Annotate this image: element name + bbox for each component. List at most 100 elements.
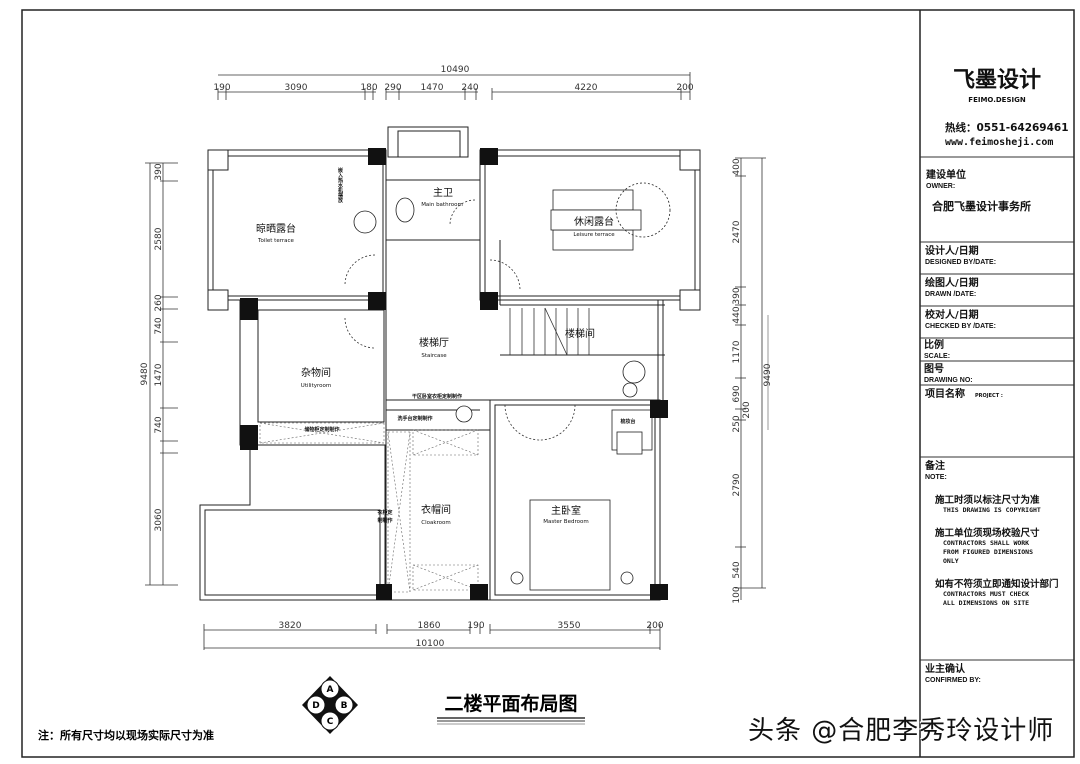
dim-right: 1170 xyxy=(732,340,742,363)
compass-label: C xyxy=(327,717,334,727)
built-in-cabinets xyxy=(259,422,479,593)
room-label-cloakroom: 衣帽间 xyxy=(421,503,451,516)
dim-top: 180 xyxy=(360,83,377,93)
dim-right: 100 xyxy=(732,586,742,603)
field-label: 业主确认 xyxy=(925,664,965,675)
washbasin xyxy=(353,210,377,234)
dim-right: 690 xyxy=(732,385,742,402)
dim-right: 2790 xyxy=(732,473,742,496)
field-label: 校对人/日期 xyxy=(925,310,979,321)
room-label-toilet-terrace: 晾晒露台 xyxy=(256,222,296,235)
company-name-en: FEIMO.DESIGN xyxy=(968,96,1026,104)
dim-top: 240 xyxy=(461,83,478,93)
dim-bottom-total: 10100 xyxy=(416,639,445,649)
room-label-en: Cloakroom xyxy=(421,520,451,526)
dim-top: 190 xyxy=(213,83,230,93)
dim-top: 4220 xyxy=(575,83,598,93)
dim-right: 2470 xyxy=(732,220,742,243)
dim-left: 2580 xyxy=(154,227,164,250)
field-label-en: SCALE: xyxy=(924,353,951,360)
room-label-en: Staircase xyxy=(421,353,447,359)
room-label-leisure-terrace: 休闲露台 xyxy=(574,215,614,228)
compass-label: A xyxy=(327,685,334,695)
plant xyxy=(622,360,646,384)
annotation-wardrobe: 制制作 xyxy=(377,517,392,524)
note-item: 施工单位须现场校验尺寸 xyxy=(935,528,1040,539)
annotation-wardrobe: 衣柜定 xyxy=(377,509,392,516)
compass-label: B xyxy=(341,701,348,711)
dim-left: 740 xyxy=(154,416,164,433)
note-item: 施工时须以标注尺寸为准 xyxy=(935,495,1040,506)
company-logo: 飞墨设计 FEIMO.DESIGN xyxy=(921,62,1073,104)
drawing-frame xyxy=(21,9,1075,758)
dim-right: 250 xyxy=(732,415,742,432)
room-label-en: Main bathroom xyxy=(421,202,463,208)
dimension-lines xyxy=(145,72,766,650)
room-label-en: Toilet terrace xyxy=(257,238,294,244)
company-name: 飞墨设计 xyxy=(952,68,1041,93)
note-item-en: CONTRACTORS MUST CHECK xyxy=(943,590,1030,598)
website: www.feimosheji.com xyxy=(945,137,1054,148)
footnote: 注：所有尺寸均以现场实际尺寸为准 xyxy=(38,728,214,742)
dim-right: 540 xyxy=(732,561,742,578)
dim-top: 200 xyxy=(676,83,693,93)
dim-top: 1470 xyxy=(421,83,444,93)
dimension-labels: 10490 190 3090 180 290 1470 240 4220 200… xyxy=(140,65,773,649)
dim-right-total: 9490 xyxy=(763,363,773,386)
dim-bottom: 3820 xyxy=(279,621,302,631)
field-label-en: CONFIRMED BY: xyxy=(925,677,981,684)
room-label-main-bathroom: 主卫 xyxy=(433,187,453,199)
owner-value: 合肥飞墨设计事务所 xyxy=(932,200,1031,213)
field-label-en: PROJECT : xyxy=(975,393,1003,399)
title-block-rows xyxy=(920,156,1074,661)
hotline: 热线：0551-64269461 xyxy=(945,122,1069,134)
field-label: 图号 xyxy=(924,364,944,375)
dim-right: 390 xyxy=(732,287,742,304)
dim-bottom: 200 xyxy=(646,621,663,631)
stair-treads xyxy=(509,307,590,356)
dim-left: 740 xyxy=(154,317,164,334)
watermark: 头条 @合肥李秀玲设计师 xyxy=(748,716,1055,746)
bed xyxy=(529,499,611,591)
basin xyxy=(455,405,473,423)
furniture xyxy=(353,182,671,591)
toilet xyxy=(395,197,415,223)
structural-columns xyxy=(240,148,668,600)
owner-label-en: OWNER: xyxy=(926,183,956,190)
field-label: 比例 xyxy=(924,340,944,351)
room-label-master-bedroom: 主卧室 xyxy=(551,504,581,517)
dim-left: 3060 xyxy=(154,508,164,531)
scale-field: 比例 SCALE: xyxy=(924,340,1076,361)
annotation-dry-area: 干区卧室衣柜定制制作 xyxy=(412,393,462,400)
dim-top-total: 10490 xyxy=(441,65,470,75)
note-item-en: ALL DIMENSIONS ON SITE xyxy=(943,599,1030,607)
dim-left: 260 xyxy=(154,294,164,311)
annotation-washer: 嵌入热水机摆放 xyxy=(337,167,344,204)
room-label-staircase: 楼梯厅 xyxy=(419,336,449,349)
dim-right: 200 xyxy=(742,401,752,418)
dim-left-total: 9480 xyxy=(140,362,150,385)
owner-label: 建设单位 xyxy=(926,170,966,181)
dim-bottom: 190 xyxy=(467,621,484,631)
compass-icon: A B C D xyxy=(302,676,358,734)
owner-section: 建设单位 OWNER: 合肥飞墨设计事务所 xyxy=(926,170,1078,214)
annotation-washbasin: 洗手台定制制作 xyxy=(397,415,432,422)
dining-table xyxy=(550,209,642,231)
field-label: 项目名称 xyxy=(925,389,965,400)
field-label-en: CHECKED BY /DATE: xyxy=(925,323,996,330)
label-dresser: 梳妆台 xyxy=(620,418,635,425)
drawing-title: 二楼平面布局图 xyxy=(444,692,577,715)
field-label-en: DESIGNED BY/DATE: xyxy=(925,259,997,266)
dim-right: 400 xyxy=(732,158,742,175)
field-label-en: DRAWN /DATE: xyxy=(925,291,977,298)
drawing-no-field: 图号 DRAWING NO: xyxy=(924,364,1076,385)
note-item: 如有不符须立即通知设计部门 xyxy=(935,579,1059,590)
dim-left: 390 xyxy=(154,163,164,180)
annotation-storage: 储物柜定制制作 xyxy=(304,426,339,433)
notes-label-en: NOTE: xyxy=(925,474,947,481)
room-label-stairwell: 楼梯间 xyxy=(565,327,595,340)
field-label-en: DRAWING NO: xyxy=(924,377,973,384)
